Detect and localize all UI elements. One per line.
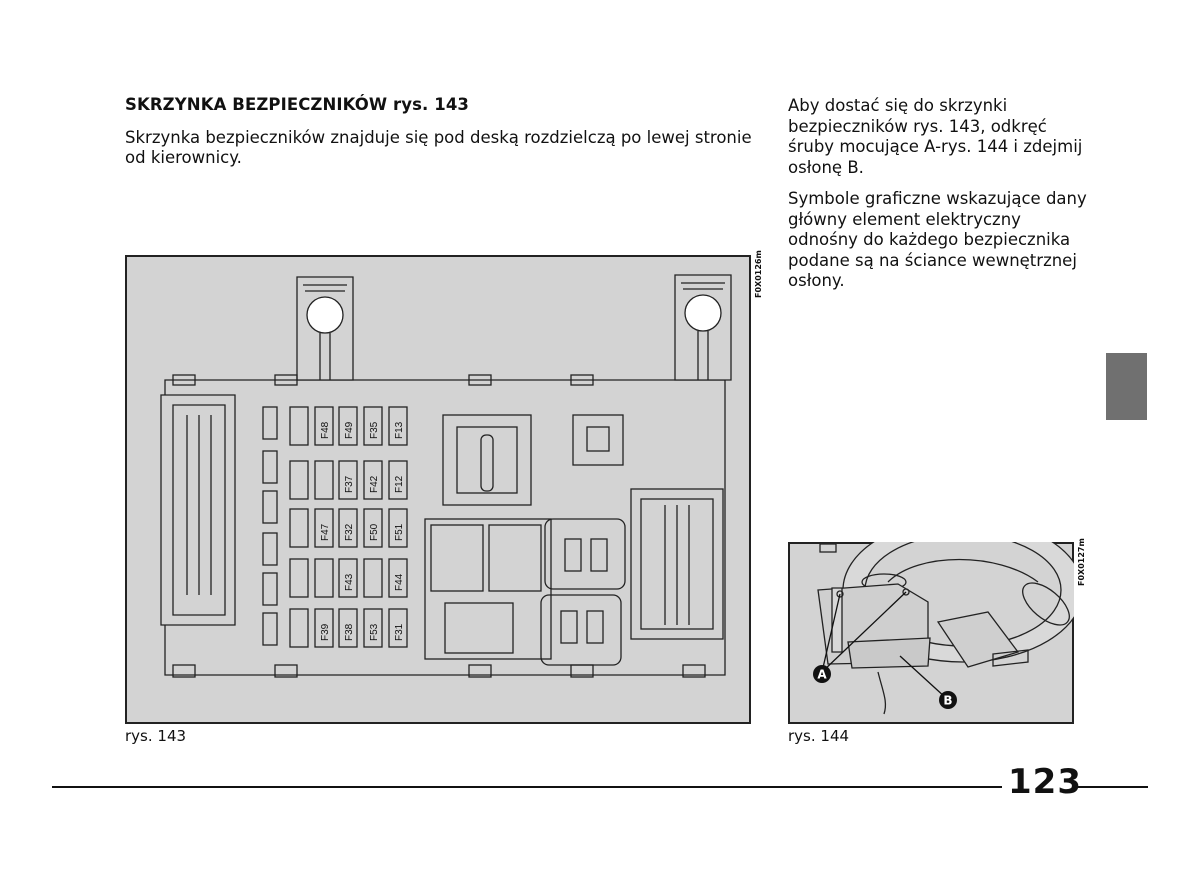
fuse-label-F39: F39 [320,623,331,641]
fuse-label-F42: F42 [369,475,380,493]
fuse-label-F50: F50 [369,523,380,541]
fuse-label-F51: F51 [394,523,405,541]
callout-a-badge [813,665,831,683]
small-relay [572,414,624,466]
screw-hole [902,588,910,596]
right-mounting-hole [684,294,722,332]
right-relay-top [544,518,626,590]
screw-hole [836,590,844,598]
dashboard-diagram: A B [788,542,1074,724]
instruction-paragraph: Aby dostać się do skrzynki bezpieczników… [788,96,1083,177]
fuse-label-F38: F38 [344,623,355,641]
bottom-clip [274,664,298,678]
relay-cluster [424,518,552,660]
footer-rule-right [1076,786,1148,788]
fuse-cover [847,637,931,669]
figure-144-caption: rys. 144 [788,727,850,745]
fuse-label-F31: F31 [394,623,405,641]
figure-144-code: F0X0127m [1077,538,1086,586]
lever [877,671,887,715]
fuse-box-diagram: F48 F49 F35 F13 F37 F42 F12 F47 F32 F50 … [125,255,751,724]
column-stalk [992,649,1029,667]
figure-143-caption: rys. 143 [125,727,187,745]
callout-b-badge [939,691,957,709]
bottom-clip [468,664,492,678]
top-clip [468,374,492,386]
top-clip [570,374,594,386]
fuse-label-F44: F44 [394,573,405,591]
intro-paragraph: Skrzynka bezpieczników znajduje się pod … [125,128,752,167]
right-relay-bottom [540,594,622,666]
callout-a-label: A [817,668,827,682]
fuse-label-F12: F12 [394,475,405,493]
spare-slot-column [262,406,278,646]
maxi-fuse-block [442,414,532,506]
wheel-opening [1022,582,1070,626]
fuse-label-F37: F37 [344,475,355,493]
dashboard-figure: A B [788,542,1074,724]
chapter-tab [1106,353,1147,420]
fuse-label-F49: F49 [344,421,355,439]
fuse-grid [289,406,408,648]
page-number: 123 [1008,762,1082,802]
fuse-label-F32: F32 [344,523,355,541]
section-heading: SKRZYNKA BEZPIECZNIKÓW rys. 143 [125,95,470,114]
symbols-paragraph: Symbole graficzne wskazujące dany główny… [788,189,1087,290]
fuse-box-figure: F48 F49 F35 F13 F37 F42 F12 F47 F32 F50 … [125,255,751,724]
fuse-label-F47: F47 [320,523,331,541]
top-clip [274,374,298,386]
fuse-label-F43: F43 [344,573,355,591]
figure-143-code: F0X0126m [754,250,763,298]
left-mounting-hole [306,296,344,334]
fuse-label-F48: F48 [320,421,331,439]
fuse-label-F53: F53 [369,623,380,641]
right-column: Aby dostać się do skrzynki bezpieczników… [788,96,1088,303]
fuse-label-F35: F35 [369,421,380,439]
bottom-clip [172,664,196,678]
top-clip [172,374,196,386]
left-connector [160,394,236,626]
callout-b-label: B [943,694,952,708]
fuse-label-F13: F13 [394,421,405,439]
bottom-clip [682,664,706,678]
vent-slot [819,543,837,553]
footer-rule-left [52,786,1002,788]
